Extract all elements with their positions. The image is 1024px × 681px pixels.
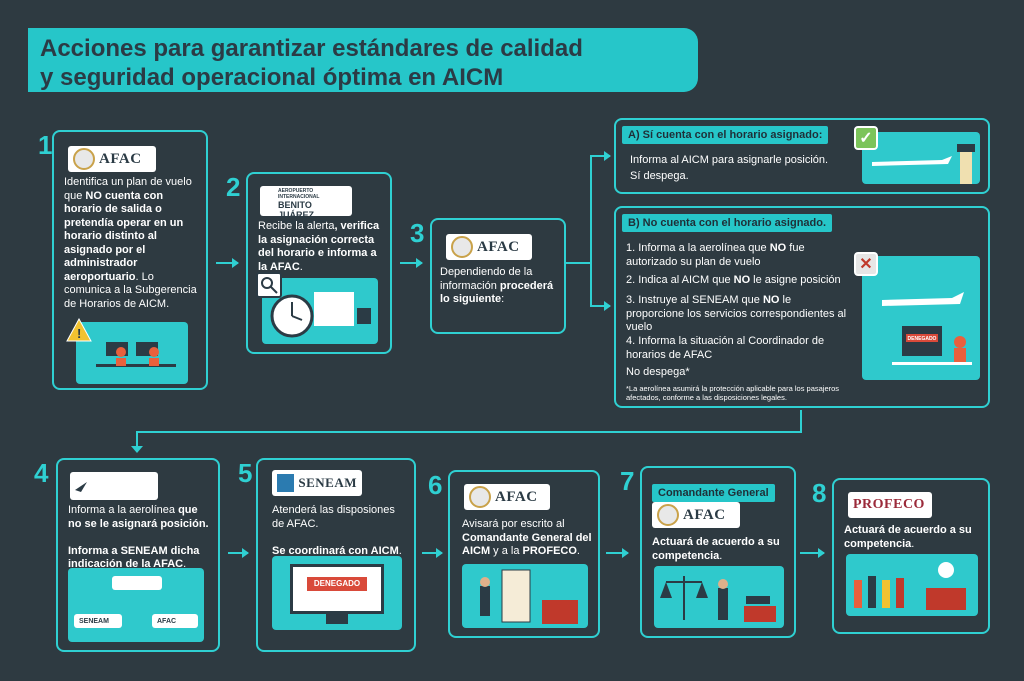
step-7-number: 7 [620, 466, 635, 496]
denied-label: DENEGADO [907, 336, 937, 342]
step-5-number: 5 [238, 458, 253, 488]
step-6-illustration [462, 564, 588, 628]
consumer-office-icon [854, 562, 966, 610]
step-5-card: SENEAM Atenderá las disposiones de AFAC.… [256, 458, 416, 652]
magnifier-icon [256, 272, 282, 298]
denied-label: DENEGADO [307, 577, 367, 591]
step-2-number: 2 [226, 172, 241, 202]
aicm-mini-logo [112, 576, 162, 590]
arrow-4-5 [228, 548, 249, 558]
step-1-number: 1 [38, 130, 53, 160]
title-line-1: Acciones para garantizar estándares de c… [40, 35, 583, 62]
step-8-text: Actuará de acuerdo a su competencia. [844, 524, 972, 550]
step-4-number: 4 [34, 458, 49, 488]
plane-logo-icon [75, 482, 87, 492]
option-b-card: B) No cuenta con el horario asignado. 1.… [614, 206, 990, 408]
step-4-card: Informa a la aerolínea que no se le asig… [56, 458, 220, 652]
document-desk-icon [480, 569, 578, 624]
afac-logo: AFAC [68, 146, 156, 172]
step-6-text: Avisará por escrito al Comandante Genera… [462, 518, 592, 557]
branch-line [566, 262, 590, 264]
arrow-to-a [590, 151, 611, 161]
arrow-2-3 [400, 258, 423, 268]
page-title: Acciones para garantizar estándares de c… [28, 28, 698, 92]
svg-text:!: ! [77, 326, 81, 341]
option-b-no-despega: No despega* [626, 366, 690, 378]
afac-logo: AFAC [652, 502, 740, 528]
step-7-header: Comandante General [652, 484, 775, 502]
aicm-logo [70, 472, 158, 500]
step-1-text: Identifica un plan de vuelo que NO cuent… [64, 176, 197, 310]
seal-icon [73, 148, 95, 170]
monitor-icon: DENEGADO [290, 564, 384, 614]
option-b-illustration: DENEGADO [862, 256, 980, 380]
step-4-illustration: SENEAM AFAC [68, 568, 204, 642]
option-b-item-4: 4. Informa la situación al Coordinador d… [626, 335, 825, 361]
option-b-item-2: 2. Indica al AICM que NO le asigne posic… [626, 274, 841, 286]
check-icon: ✓ [854, 126, 878, 150]
seneam-logo: SENEAM [272, 470, 362, 496]
step-3-card: AFAC Dependiendo de la información proce… [430, 218, 566, 334]
arrow-5-6 [422, 548, 443, 558]
connector-down [800, 410, 802, 432]
seal-icon [451, 236, 473, 258]
cross-icon: ✕ [854, 252, 878, 276]
step-4-text: Informa a la aerolínea que no se le asig… [68, 504, 209, 570]
step-7-illustration [654, 566, 784, 628]
arrow-7-8 [800, 548, 825, 558]
option-b-item-1: 1. Informa a la aerolínea que NO fue aut… [626, 242, 805, 268]
option-b-note: *La aerolínea asumirá la protección apli… [626, 384, 840, 402]
step-1-illustration [76, 322, 188, 384]
step-7-text: Actuará de acuerdo a su competencia. [652, 536, 780, 562]
warning-icon: ! [66, 318, 92, 342]
step-2-card: AEROPUERTO INTERNACIONAL BENITO JUÁREZ C… [246, 172, 392, 354]
step-2-text: Recibe la alerta, verifica la asignación… [258, 220, 380, 273]
profeco-logo: PROFECO [848, 492, 932, 518]
afac-logo: AFAC [446, 234, 532, 260]
connector-horizontal [136, 431, 802, 433]
seal-icon [657, 504, 679, 526]
arrow-to-b [590, 301, 611, 311]
option-a-line-2: Sí despega. [630, 170, 689, 182]
branch-vertical [590, 155, 592, 307]
step-6-card: AFAC Avisará por escrito al Comandante G… [448, 470, 600, 638]
connector-arrowhead [131, 446, 143, 453]
option-b-item-3: 3. Instruye al SENEAM que NO le proporci… [626, 294, 847, 333]
step-8-number: 8 [812, 478, 827, 508]
seal-icon [469, 486, 491, 508]
seneam-mark-icon [277, 474, 295, 492]
step-8-illustration [846, 554, 978, 616]
step-3-text: Dependiendo de la información procederá … [440, 266, 554, 305]
step-3-number: 3 [410, 218, 425, 248]
aicm-logo: AEROPUERTO INTERNACIONAL BENITO JUÁREZ C… [260, 186, 352, 226]
afac-mini-logo: AFAC [152, 614, 198, 628]
step-1-card: AFAC Identifica un plan de vuelo que NO … [52, 130, 208, 390]
option-a-header: A) Sí cuenta con el horario asignado: [622, 126, 829, 144]
title-line-2: y seguridad operacional óptima en AICM [40, 64, 504, 91]
option-a-line-1: Informa al AICM para asignarle posición. [630, 154, 829, 166]
seneam-mini-logo: SENEAM [74, 614, 122, 628]
control-room-icon [96, 342, 176, 367]
step-6-number: 6 [428, 470, 443, 500]
airplane-tower-icon [872, 144, 975, 184]
option-a-card: A) Sí cuenta con el horario asignado: In… [614, 118, 990, 194]
justice-scale-icon [660, 576, 776, 622]
arrow-1-2 [216, 258, 239, 268]
step-5-text: Atenderá las disposiones de AFAC.Se coor… [272, 504, 402, 557]
step-8-card: PROFECO Actuará de acuerdo a su competen… [832, 478, 990, 634]
schedule-clock-icon [270, 292, 371, 338]
connector-down-2 [136, 431, 138, 449]
denied-flight-icon [882, 292, 972, 365]
step-7-card: Comandante General AFAC Actuará de acuer… [640, 466, 796, 638]
option-a-illustration [862, 132, 980, 184]
arrow-6-7 [606, 548, 629, 558]
step-5-illustration: DENEGADO [272, 556, 402, 630]
option-b-header: B) No cuenta con el horario asignado. [622, 214, 833, 232]
afac-logo: AFAC [464, 484, 550, 510]
